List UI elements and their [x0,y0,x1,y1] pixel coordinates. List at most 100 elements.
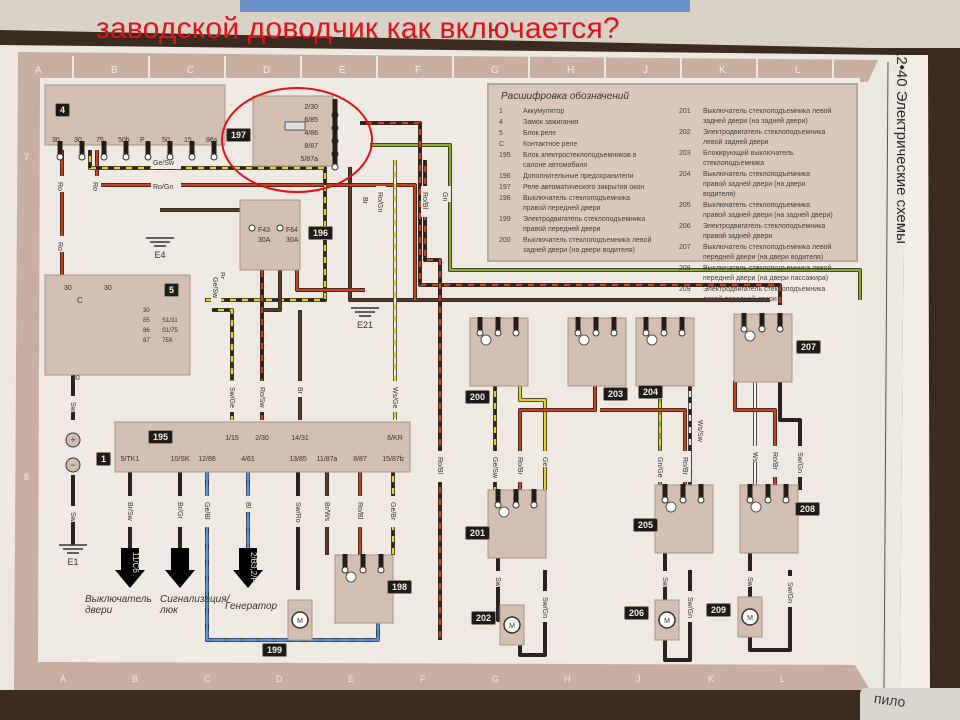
switch-pin-ring [661,496,669,504]
legend-item-text: Контактное реле [523,141,578,148]
relay-label: C [77,296,83,305]
wire-label: Ws/Sw [696,420,703,443]
terminal-pin-ring [166,153,174,161]
badge-196: 196 [308,226,334,240]
switch-pin [575,317,581,331]
switch-pin [611,317,617,331]
wire-label: Ro/Bl [356,502,363,520]
wire-label-bg [391,381,401,412]
badge-203: 203 [603,387,629,401]
wire-label-bg [696,414,706,445]
question-title: заводской доводчик как включается? [96,12,620,45]
badge-195: 195 [148,430,174,444]
fuse-label: F43 [258,227,270,234]
annotation-circle [221,87,373,193]
badge-208: 208 [795,502,821,516]
switch-pin-ring [776,325,784,333]
arrow-generator-code: 2/B3,2/F6 [249,552,258,587]
wire-label: Br/Gr [176,502,183,519]
lamp-icon [744,330,756,342]
terminal-pin [189,141,195,155]
relay-coil [284,121,306,131]
switch-pin-ring [764,496,772,504]
switch-pin-ring [782,496,790,504]
wire-blue-bottom-dash [300,620,380,642]
terminal-pin [167,141,173,155]
terminal-pin [332,125,338,139]
legend-item-text: Выключатель стеклоподъемника правой пере… [523,195,631,212]
badge-204: 204 [638,385,664,399]
column-letter-top: F [415,65,421,76]
switch-pin-ring [740,325,748,333]
pin-label-bottom: 4/61 [241,456,255,463]
wire-label: Br/Sw [126,502,133,522]
legend-item-text: Выключатель стеклоподъемника левой задне… [523,237,652,254]
switch-pin-ring [476,329,484,337]
wire-label: Sw [746,577,753,588]
lamp-icon [750,501,762,513]
wire-label: Ge/Sw [153,160,175,167]
switch-pin-ring [494,329,502,337]
column-letter-top: D [263,65,270,76]
pin-label-top: 1/15 [225,435,239,442]
legend-item-number: 206 [679,223,691,230]
switch-pin [495,489,501,503]
page-margin [900,55,930,700]
wire-label-bg [436,451,446,482]
switch-pin-ring [574,329,582,337]
wire-label: Gn/Ge [656,457,663,478]
wire-ro-196 [295,265,365,292]
ground-e4-label: E4 [154,250,165,260]
switch-pin [477,317,483,331]
pin-label-bottom: 10/SK [170,456,189,463]
badge-200: 200 [465,390,491,404]
wire-label: Ge [541,457,548,466]
wire-label-bg [516,451,526,482]
wire-label-bg [228,381,238,412]
wire-label-bg [296,381,306,397]
switch-pin-ring [359,566,367,574]
wire-label-bg [771,446,781,477]
component-196-fuse-box [239,199,301,271]
column-letter-top: K [719,65,726,76]
legend-item-text: Электродвигатель стеклоподъемника левой … [703,286,826,303]
legend-item-text: Выключатель стеклоподъемника левой перед… [703,244,832,261]
switch-pin [759,313,765,327]
wire-label-bg [244,496,254,512]
terminal-label: 2/30 [304,104,318,111]
switch-pin [531,489,537,503]
switch-pin-ring [592,329,600,337]
wire-label-bg [176,496,186,527]
lamp-icon [480,334,492,346]
wire-label-bg [389,496,399,527]
badge-1: 1 [96,452,112,466]
wire-label-bg [541,451,551,467]
fuse-label: F64 [286,227,298,234]
legend-item-number: 200 [499,237,511,244]
switch-pin [643,317,649,331]
wire-label-bg [541,591,551,622]
badge-207: 207 [796,340,822,354]
switch-pin-ring [678,329,686,337]
pin-label-bottom: 15/87b [382,456,404,463]
wire-label-bg [681,451,691,482]
component-197-relay [252,95,334,167]
wire-ro-bus-stripe [360,121,782,305]
wire-label: Sw [69,512,76,523]
frame-bottom [14,662,870,690]
column-letter-bottom: J [636,674,641,684]
badge-198: 198 [387,580,413,594]
taskbar-strip [240,0,690,12]
legend-item-number: 1 [499,108,503,115]
frame-top [18,52,878,82]
wire-label-bg [218,266,228,282]
terminal-label: 50b [118,137,130,144]
pin-label-top: 14/31 [291,435,309,442]
badge-201: 201 [465,526,491,540]
switch-pin [680,484,686,498]
column-letter-top: J [643,65,648,76]
wire-label-bg [258,381,268,412]
